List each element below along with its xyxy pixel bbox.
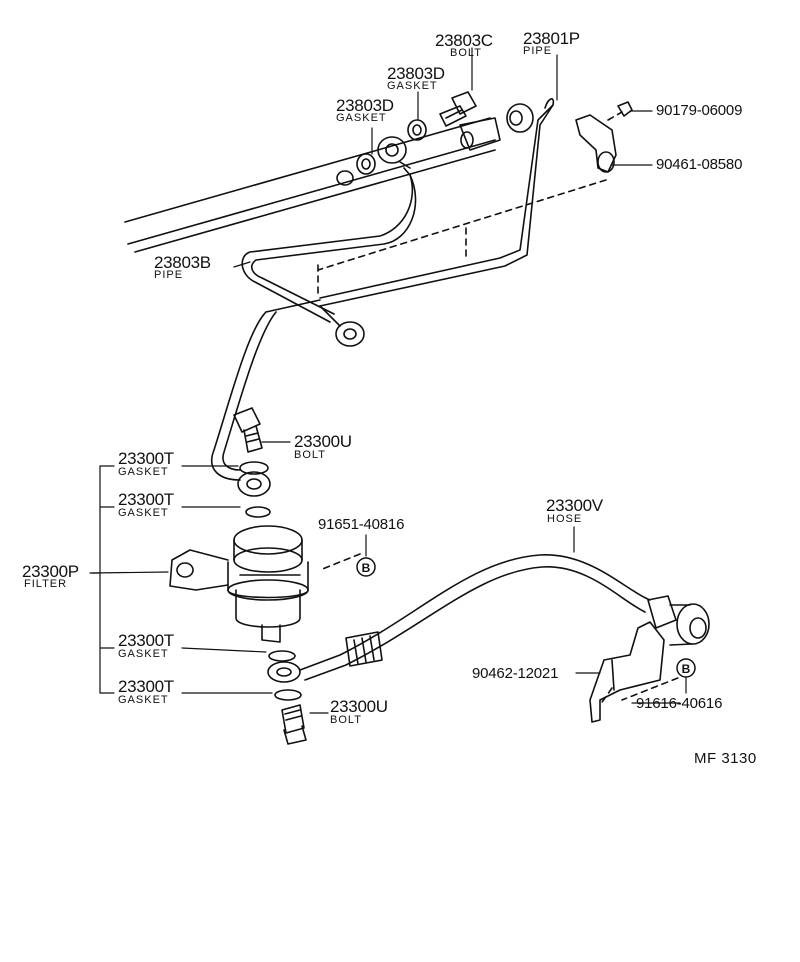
- label-23300T-1-name: GASKET: [118, 466, 169, 478]
- bolt-23803C: [439, 91, 477, 127]
- pipe-23801P: [319, 98, 555, 307]
- label-23803C-number: 23803C: [435, 31, 493, 50]
- label-23803B-number: 23803B: [154, 253, 211, 272]
- delivery-pipe-rail: [124, 117, 501, 253]
- marker-b-filter: B: [356, 557, 376, 577]
- label-23300T-3-name: GASKET: [118, 648, 169, 660]
- fuel-filter-23300P: [169, 525, 309, 643]
- label-23801P-number: 23801P: [523, 29, 580, 48]
- label-23300T-3-number: 23300T: [118, 631, 174, 650]
- label-23300U-a-name: BOLT: [294, 449, 326, 461]
- label-23803D-a-name: GASKET: [387, 80, 438, 92]
- hose-23300V: [299, 554, 710, 681]
- label-90461-number: 90461-08580: [656, 156, 743, 173]
- clamp-90461: [575, 114, 617, 173]
- bolt-23300U-lower: [281, 704, 307, 745]
- gasket-23803D-upper: [407, 119, 427, 141]
- banjo-filter-bottom: [267, 661, 301, 683]
- label-23300T-1-number: 23300T: [118, 449, 174, 468]
- pipe-23803B: [211, 167, 417, 481]
- marker-b-clamp: B: [676, 658, 696, 678]
- label-23300T-4-name: GASKET: [118, 694, 169, 706]
- banjo-filter-top: [237, 461, 271, 518]
- banjo-fitting-upper: [377, 136, 411, 169]
- figure-code: MF 3130: [694, 750, 757, 767]
- label-23300V-number: 23300V: [546, 496, 603, 515]
- gasket-23803D-lower: [356, 153, 376, 175]
- label-91616-number: 91616-40616: [636, 695, 723, 712]
- label-90462-number: 90462-12021: [472, 665, 559, 682]
- label-23300U-b-number: 23300U: [330, 697, 388, 716]
- bolt-23300U-upper: [233, 407, 263, 453]
- label-23803D-b-name: GASKET: [336, 112, 387, 124]
- label-23300U-b-name: BOLT: [330, 714, 362, 726]
- label-23803D-a-number: 23803D: [387, 64, 445, 83]
- label-23300P-number: 23300P: [22, 562, 79, 581]
- label-23300P-name: FILTER: [24, 578, 68, 590]
- label-23801P-name: PIPE: [523, 45, 553, 57]
- label-91651-number: 91651-40816: [318, 516, 405, 533]
- label-23803D-b-number: 23803D: [336, 96, 394, 115]
- gasket-23300T-3: [268, 650, 296, 662]
- clamp-90462: [589, 621, 665, 723]
- label-90179-number: 90179-06009: [656, 102, 743, 119]
- label-23300U-a-number: 23300U: [294, 432, 352, 451]
- label-23803C-name: BOLT: [450, 47, 482, 59]
- gasket-23300T-4: [274, 689, 302, 701]
- svg-text:B: B: [362, 561, 371, 575]
- label-23300T-2-number: 23300T: [118, 490, 174, 509]
- dashed-guides: [317, 111, 689, 706]
- label-23803B-name: PIPE: [154, 269, 184, 281]
- leader-lines: [89, 47, 687, 714]
- label-23300V-name: HOSE: [547, 513, 583, 525]
- label-23300T-4-number: 23300T: [118, 677, 174, 696]
- svg-text:B: B: [682, 662, 691, 676]
- label-23300T-2-name: GASKET: [118, 507, 169, 519]
